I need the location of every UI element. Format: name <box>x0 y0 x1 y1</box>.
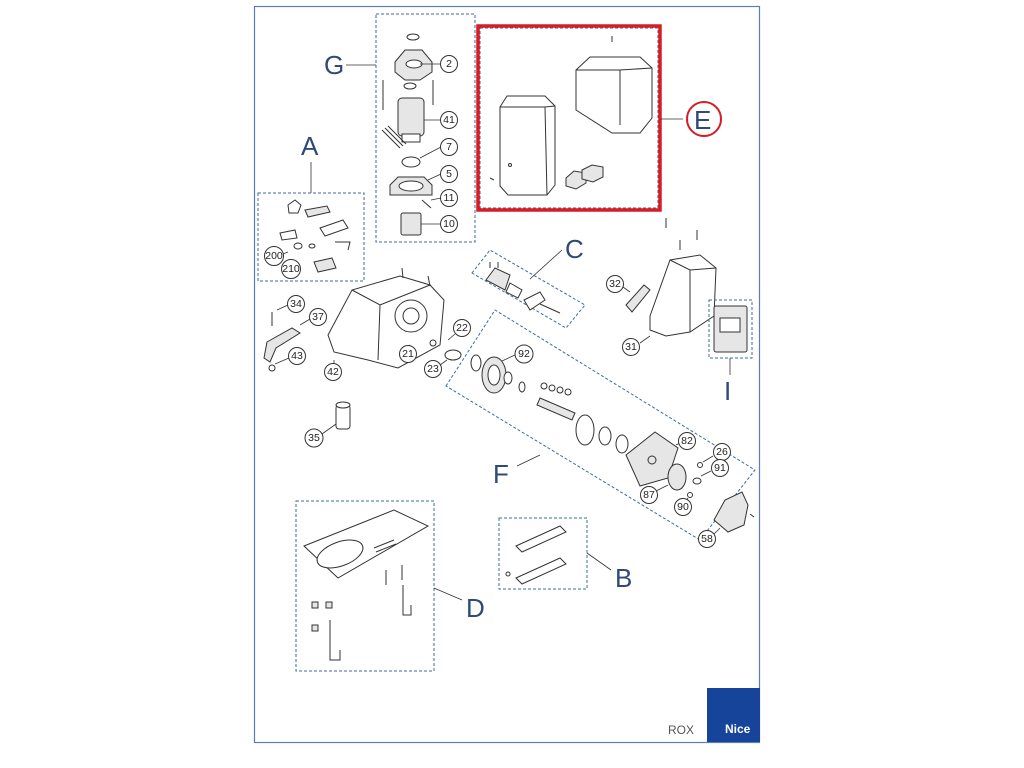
group-c-box <box>471 249 586 329</box>
group-b: B <box>498 517 632 593</box>
svg-text:210: 210 <box>282 263 300 275</box>
part-callout <box>440 111 458 129</box>
part-callout <box>309 308 327 326</box>
svg-text:34: 34 <box>290 298 302 310</box>
group-b-letter: B <box>615 563 632 593</box>
part-callout <box>288 347 306 365</box>
group-e-letter: E <box>694 105 711 135</box>
group-g: G 2 41 7 5 11 10 <box>324 13 476 243</box>
part-callout <box>440 165 458 183</box>
group-g-box <box>375 13 476 243</box>
part-callout <box>440 215 458 233</box>
group-g-letter: G <box>324 50 344 80</box>
svg-text:200: 200 <box>265 250 283 262</box>
group-c-letter: C <box>565 234 584 264</box>
svg-text:91: 91 <box>714 462 726 474</box>
part-callout <box>514 344 534 364</box>
svg-text:32: 32 <box>609 278 621 290</box>
svg-text:23: 23 <box>427 363 439 375</box>
part-callout <box>440 55 458 73</box>
svg-text:26: 26 <box>716 446 728 458</box>
svg-text:41: 41 <box>443 114 455 126</box>
part-callout <box>440 138 458 156</box>
group-d: D <box>295 500 485 672</box>
svg-text:22: 22 <box>456 322 468 334</box>
group-i-box <box>708 299 753 359</box>
part-callout <box>287 295 305 313</box>
group-a-box <box>257 192 365 282</box>
svg-text:90: 90 <box>677 501 689 513</box>
group-a: A 200 210 <box>257 131 365 282</box>
part-callout <box>440 189 458 207</box>
part-callout <box>281 259 301 279</box>
svg-text:92: 92 <box>518 348 530 360</box>
part-callout <box>698 530 716 548</box>
svg-text:42: 42 <box>327 366 339 378</box>
motor-housing: 42 21 22 23 <box>324 267 471 381</box>
group-d-letter: D <box>466 593 485 623</box>
group-b-box <box>498 517 588 590</box>
group-f-letter: F <box>493 459 509 489</box>
part-callout <box>606 275 624 293</box>
group-a-letter: A <box>301 131 319 161</box>
part-callout <box>678 432 696 450</box>
part-callout <box>674 498 692 516</box>
group-e-box <box>479 27 659 209</box>
svg-text:7: 7 <box>446 141 452 153</box>
svg-text:87: 87 <box>643 489 655 501</box>
svg-text:11: 11 <box>444 192 455 204</box>
group-d-box <box>295 500 435 672</box>
brand-logo-text: Nice <box>725 722 751 736</box>
svg-text:82: 82 <box>681 435 693 447</box>
svg-text:2: 2 <box>446 58 452 70</box>
end-cap: 58 <box>698 491 755 548</box>
group-e-circle <box>686 101 722 137</box>
group-i-letter: I <box>724 376 731 406</box>
svg-text:35: 35 <box>308 432 320 444</box>
svg-text:10: 10 <box>443 218 455 230</box>
part-callout <box>424 360 442 378</box>
part-callout <box>304 428 324 448</box>
group-f: F 92 82 87 26 91 90 <box>445 309 756 541</box>
part-callout <box>399 345 417 363</box>
group-e-highlight <box>476 24 662 212</box>
group-c: C <box>471 234 586 329</box>
part-callout <box>711 459 729 477</box>
group-i: I <box>708 299 753 406</box>
group-e: E <box>476 24 722 212</box>
svg-text:31: 31 <box>625 341 637 353</box>
svg-text:21: 21 <box>402 348 414 360</box>
part-callout <box>264 246 284 266</box>
group-f-box <box>445 309 756 541</box>
part-callout <box>324 363 342 381</box>
model-name: ROX <box>668 723 694 737</box>
part-callout <box>640 486 658 504</box>
svg-text:58: 58 <box>701 533 713 545</box>
part-callout <box>453 319 471 337</box>
loose-parts-left: 34 37 43 35 <box>263 295 351 448</box>
svg-text:37: 37 <box>312 311 324 323</box>
part-callout <box>622 338 640 356</box>
svg-text:43: 43 <box>291 350 303 362</box>
brand-logo-box <box>707 688 760 742</box>
svg-text:5: 5 <box>446 168 452 180</box>
control-frame: 32 31 <box>606 218 717 356</box>
